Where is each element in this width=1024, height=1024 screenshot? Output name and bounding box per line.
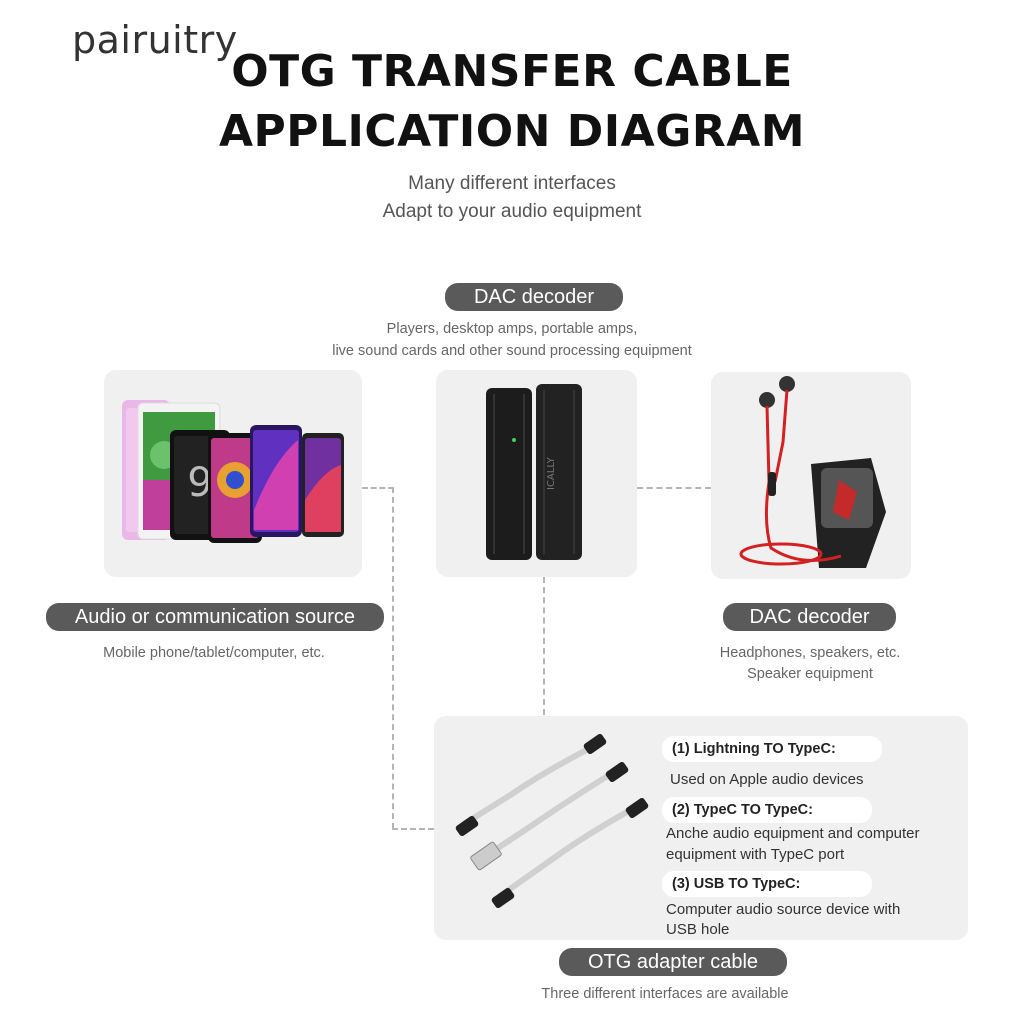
source-devices-card: 9 [104,370,362,577]
cable-2-desc-line1: Anche audio equipment and computer [666,825,920,842]
cable-1-label: (1) Lightning TO TypeC: [662,736,882,762]
cable-3-desc-line2: USB hole [666,921,730,938]
dac-top-desc-line2: live sound cards and other sound process… [332,343,692,359]
page-title-line2: APPLICATION DIAGRAM [218,106,806,157]
cable-2-desc-line2: equipment with TypeC port [666,846,845,863]
page-title-line1: OTG TRANSFER CABLE [231,46,793,97]
dac-device-image: ICALLY [486,384,582,560]
headphones-speaker-image [739,376,886,568]
output-devices-card [711,372,911,579]
cable-2-label: (2) TypeC TO TypeC: [662,797,872,823]
subtitle-line1: Many different interfaces [408,173,616,194]
otg-cables-card: (1) Lightning TO TypeC: Used on Apple au… [434,716,968,940]
dac-top-desc-line1: Players, desktop amps, portable amps, [386,321,638,337]
brand-logo-text: pairuitry [72,18,238,62]
connector-line [392,828,434,830]
dac-decoder-right-badge: DAC decoder [723,603,896,631]
cable-1-desc: Used on Apple audio devices [670,771,864,788]
phones-tablet-image: 9 [122,400,344,543]
cables-image [455,733,649,909]
dac-right-desc-line1: Headphones, speakers, etc. [719,645,901,661]
audio-source-desc: Mobile phone/tablet/computer, etc. [103,645,325,661]
device-brand-text: ICALLY [546,456,557,490]
dac-device-card: ICALLY [436,370,637,577]
audio-source-badge: Audio or communication source [46,603,384,631]
subtitle-line2: Adapt to your audio equipment [382,201,642,222]
otg-adapter-badge: OTG adapter cable [559,948,787,976]
connector-line [543,577,545,715]
cable-3-label: (3) USB TO TypeC: [662,871,872,897]
dac-decoder-top-badge: DAC decoder [445,283,623,311]
dac-right-desc-line2: Speaker equipment [747,666,873,682]
otg-adapter-desc: Three different interfaces are available [541,986,789,1002]
cable-3-desc-line1: Computer audio source device with [666,901,901,918]
connector-line [637,487,711,489]
connector-line [362,487,394,489]
connector-line [392,487,394,829]
